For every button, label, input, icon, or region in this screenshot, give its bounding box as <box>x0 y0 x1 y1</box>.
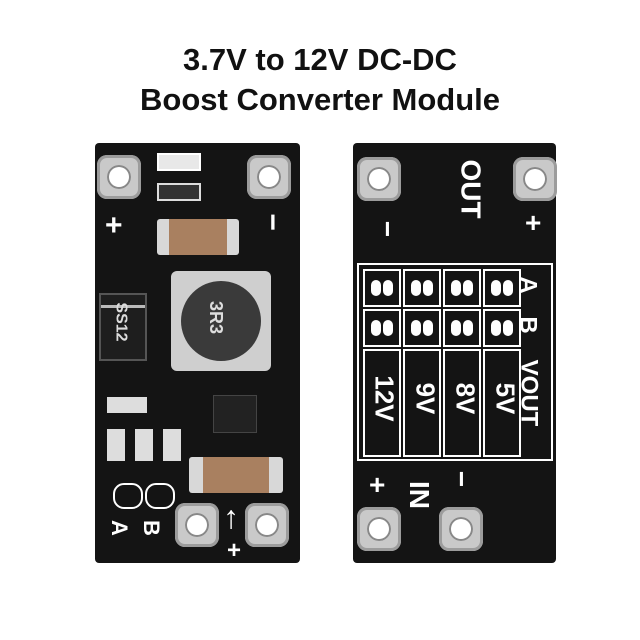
smd-resistor <box>107 397 147 413</box>
label-12v: 12V <box>369 375 400 422</box>
back-minus-top: − <box>372 220 404 238</box>
pad-bottom-right <box>439 507 483 551</box>
in-label: IN <box>404 481 435 509</box>
product-title-line-1: 3.7V to 12V DC-DC <box>183 42 457 77</box>
pad-bottom-right <box>245 503 289 547</box>
jumper-a-label: A <box>106 520 132 536</box>
inductor-label: 3R3 <box>206 300 227 335</box>
jumper-pad-b <box>145 483 175 509</box>
cell-a-12v <box>363 269 401 307</box>
smd-resistor <box>157 153 201 171</box>
pad-bottom-left <box>175 503 219 547</box>
pad-top-right <box>247 155 291 199</box>
config-table <box>357 263 553 461</box>
back-plus-top: + <box>525 207 542 238</box>
diode-label: SS12 <box>112 302 130 342</box>
front-plus-label: + <box>105 209 123 242</box>
cell-a-9v <box>403 269 441 307</box>
smd-resistor <box>107 429 125 461</box>
smd-capacitor <box>189 457 283 493</box>
smd-resistor <box>163 429 181 461</box>
cell-a-8v <box>443 269 481 307</box>
pad-top-right <box>513 157 557 201</box>
out-label: OUT <box>455 159 487 219</box>
ic-chip <box>213 395 257 433</box>
jumper-b-label: B <box>138 520 164 536</box>
cell-b-5v <box>483 309 521 347</box>
pcb-front: + − SS12 3R3 A B ↑ + <box>95 143 300 564</box>
cell-5v <box>483 349 521 457</box>
smd-resistor <box>157 183 201 201</box>
inductor <box>171 271 271 371</box>
label-5v: 5V <box>490 382 521 415</box>
pcb-back: OUT − + A B VOUT 12V 9V 8V 5V + IN − <box>353 143 557 563</box>
smd-capacitor <box>157 219 239 255</box>
pad-top-left <box>97 155 141 199</box>
jumper-pad-a <box>113 483 143 509</box>
cell-8v <box>443 349 481 457</box>
front-bottom-plus: + <box>227 537 242 564</box>
front-minus-label: − <box>255 213 289 231</box>
arrow-icon: ↑ <box>223 499 239 535</box>
pad-bottom-left <box>357 507 401 551</box>
cell-12v <box>363 349 401 457</box>
cell-b-8v <box>443 309 481 347</box>
cell-b-9v <box>403 309 441 347</box>
cell-a-5v <box>483 269 521 307</box>
pad-top-left <box>357 157 401 201</box>
smd-resistor <box>135 429 153 461</box>
label-9v: 9V <box>410 382 441 415</box>
back-minus-bottom: − <box>446 470 478 488</box>
product-title-line-2: Boost Converter Module <box>140 82 500 117</box>
cell-9v <box>403 349 441 457</box>
label-8v: 8V <box>450 382 481 415</box>
cell-b-12v <box>363 309 401 347</box>
back-plus-bottom: + <box>369 469 386 500</box>
diode <box>99 293 147 361</box>
